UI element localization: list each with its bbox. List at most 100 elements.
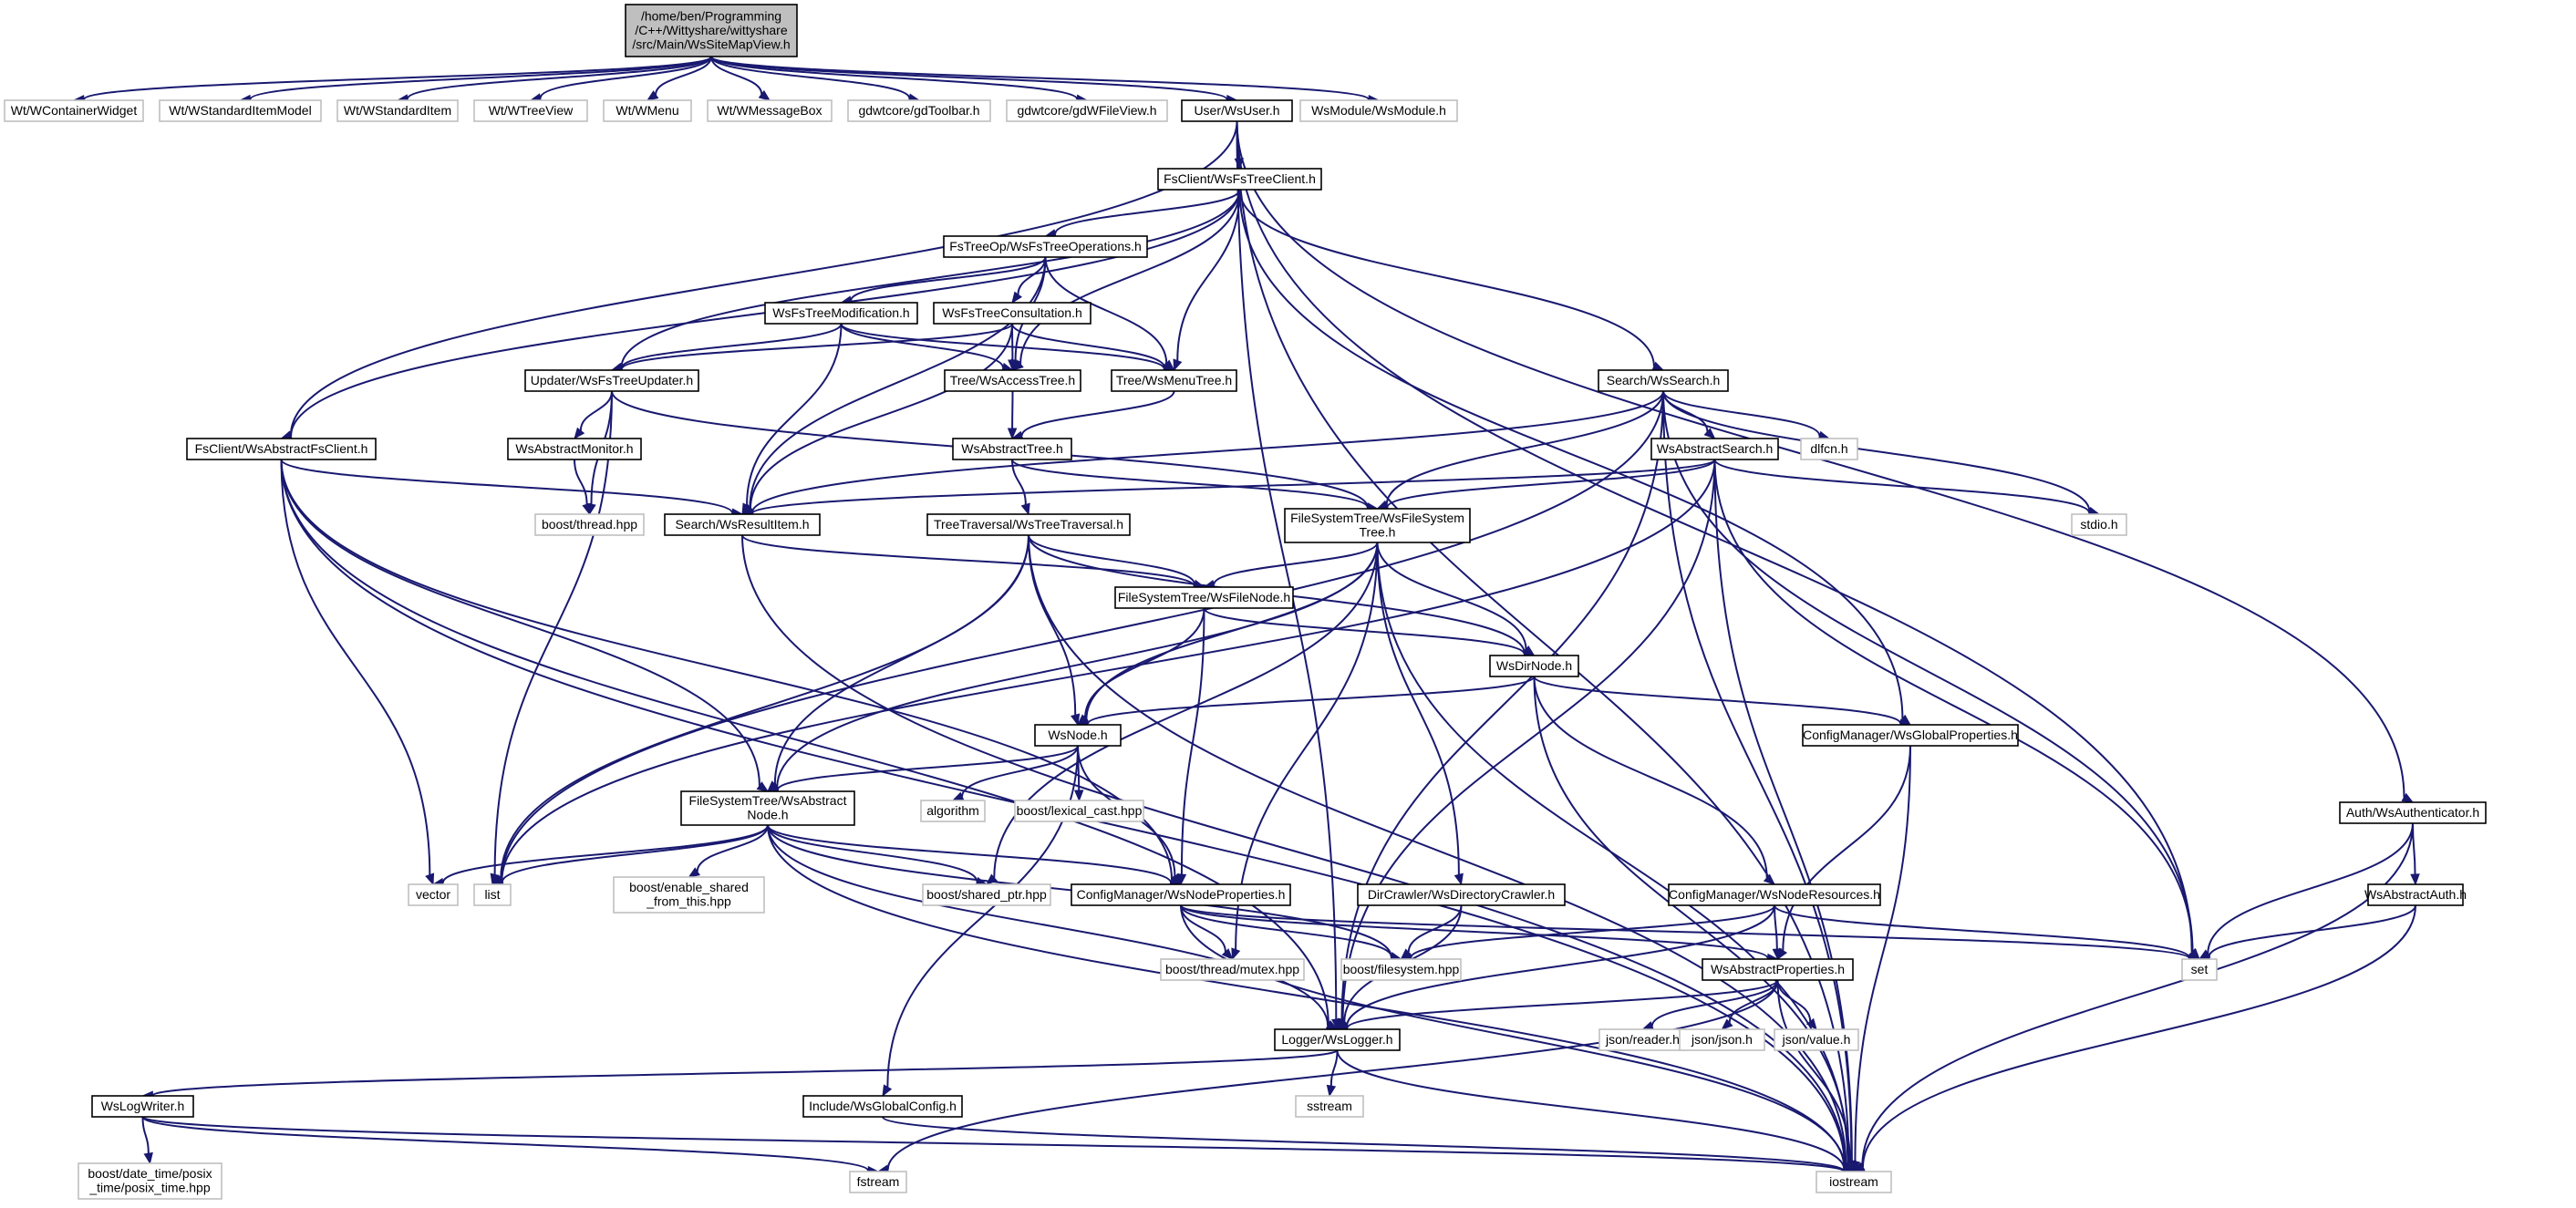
arrowhead-wsabstracttree-to-wstreetraversal — [1020, 502, 1030, 516]
node-box-gdtoolbar — [847, 99, 991, 122]
node-box-boostthread — [534, 513, 645, 536]
node-box-enableshared — [613, 876, 765, 914]
node-fstream: fstream — [849, 1171, 907, 1193]
node-wsauthenticator[interactable]: Auth/WsAuthenticator.h — [2339, 801, 2487, 824]
node-wsglobalconfig[interactable]: Include/WsGlobalConfig.h — [802, 1095, 963, 1118]
node-box-wsabstractfsclient — [186, 438, 377, 460]
node-label-wslogger: Logger/WsLogger.h — [1281, 1032, 1392, 1047]
edge-wsuser-to-wsabstractfsclient — [289, 120, 1238, 436]
node-wsfstreeupdater[interactable]: Updater/WsFsTreeUpdater.h — [524, 369, 699, 392]
node-vector: vector — [408, 883, 459, 906]
edge-wsfstreeclient-to-wsaccesstree — [1019, 189, 1241, 365]
node-wsabstractfsclient[interactable]: FsClient/WsAbstractFsClient.h — [186, 438, 377, 460]
node-box-fstream — [849, 1171, 907, 1193]
edge-wsresultitem-to-wsfilenode — [741, 534, 1195, 587]
node-box-wmenu — [603, 99, 692, 122]
node-wsnoderesources[interactable]: ConfigManager/WsNodeResources.h — [1668, 883, 1881, 906]
node-wssearch[interactable]: Search/WsSearch.h — [1598, 369, 1729, 392]
node-wsfstreeoperations[interactable]: FsTreeOp/WsFsTreeOperations.h — [943, 235, 1148, 258]
node-box-wsresultitem — [664, 513, 821, 536]
node-wsabstracttree[interactable]: WsAbstractTree.h — [952, 438, 1072, 460]
node-label-posixtime: _time/posix_time.hpp — [88, 1181, 211, 1195]
node-wmenu: Wt/WMenu — [603, 99, 692, 122]
edge-wsabstractsearch-to-stdio — [1713, 459, 2091, 513]
node-wsresultitem[interactable]: Search/WsResultItem.h — [664, 513, 821, 536]
edge-wsfilesystemtree-to-wsdirnode — [1376, 542, 1527, 650]
edge-wsabstractauth-to-set — [2208, 904, 2416, 957]
node-box-wsabstractnode — [680, 790, 855, 826]
node-wsfstreeconsultation[interactable]: WsFsTreeConsultation.h — [933, 302, 1091, 325]
node-wstreetraversal[interactable]: TreeTraversal/WsTreeTraversal.h — [926, 513, 1131, 536]
edge-wsfstreeclient-to-wsmenutree — [1176, 189, 1241, 361]
node-wsfilenode[interactable]: FileSystemTree/WsFileNode.h — [1114, 586, 1294, 609]
arrowhead-wsfstreeupdater-to-wsabstractmonitor — [574, 427, 585, 440]
node-wsdirnode[interactable]: WsDirNode.h — [1489, 655, 1579, 677]
node-label-wsfstreeclient: FsClient/WsFsTreeClient.h — [1164, 171, 1316, 186]
node-wsuser[interactable]: User/WsUser.h — [1181, 99, 1293, 122]
node-box-wtreeview — [473, 99, 588, 122]
edge-wsabstractfsclient-to-wsabstractnode — [280, 459, 760, 786]
node-wsnodeproperties[interactable]: ConfigManager/WsNodeProperties.h — [1071, 883, 1291, 906]
node-list: list — [473, 883, 512, 906]
edge-wslogwriter-to-fstream — [141, 1116, 870, 1172]
node-label-list: list — [484, 887, 500, 902]
node-wsabstractsearch[interactable]: WsAbstractSearch.h — [1650, 438, 1779, 460]
edge-wsabstractsearch-to-wslogger — [1341, 459, 1716, 1021]
arrowhead-root-to-wmenu — [646, 90, 659, 101]
node-label-wsglobalproperties: ConfigManager/WsGlobalProperties.h — [1803, 728, 2018, 742]
edge-wsabstractsearch-to-iostream — [1713, 459, 1853, 1162]
node-label-wsnode: WsNode.h — [1048, 728, 1107, 742]
node-wsglobalproperties[interactable]: ConfigManager/WsGlobalProperties.h — [1802, 724, 2019, 747]
node-box-wsmenutree — [1111, 369, 1237, 392]
node-wsfstreeclient[interactable]: FsClient/WsFsTreeClient.h — [1157, 168, 1322, 191]
node-wslogger[interactable]: Logger/WsLogger.h — [1274, 1028, 1401, 1051]
node-root[interactable]: /home/ben/Programming/C++/Wittyshare/wit… — [625, 4, 798, 57]
edge-wssearch-to-stdio — [1662, 390, 2091, 512]
node-box-iostream — [1816, 1171, 1892, 1193]
edge-wsfstreeupdater-to-wsabstractmonitor — [579, 390, 613, 431]
node-wsmenutree[interactable]: Tree/WsMenuTree.h — [1111, 369, 1237, 392]
edge-root-to-wcontainerwidget — [82, 56, 712, 101]
node-wsnode[interactable]: WsNode.h — [1034, 724, 1122, 747]
edge-wssearch-to-set — [1662, 390, 2194, 953]
edge-wsglobalconfig-to-iostream — [882, 1116, 1846, 1172]
arrowhead-wsfstreeclient-to-wsmenutree — [1173, 358, 1183, 372]
edge-wsfstreeoperations-to-wsmenutree — [1044, 256, 1168, 364]
node-wsdirectorycrawler[interactable]: DirCrawler/WsDirectoryCrawler.h — [1357, 883, 1566, 906]
node-wsaccesstree[interactable]: Tree/WsAccessTree.h — [944, 369, 1081, 392]
node-label-wsresultitem: Search/WsResultItem.h — [675, 517, 809, 532]
arrowhead-wsfilesystemtree-to-wsdirectorycrawler — [1454, 872, 1464, 886]
node-box-wsdirnode — [1489, 655, 1579, 677]
node-wslogwriter[interactable]: WsLogWriter.h — [91, 1095, 194, 1118]
edge-wsnoderesources-to-wslogger — [1346, 904, 1775, 1027]
edge-root-to-wmenu — [655, 56, 712, 95]
arrowhead-wsabstractnode-to-enableshared — [688, 867, 700, 878]
node-label-wstandarditemmodel: Wt/WStandardItemModel — [169, 103, 311, 118]
node-label-posixtime: boost/date_time/posix — [88, 1166, 212, 1181]
node-label-stdio: stdio.h — [2080, 517, 2117, 532]
node-label-wmessagebox: Wt/WMessageBox — [717, 103, 822, 118]
node-label-jsonjson: json/json.h — [1691, 1032, 1753, 1047]
edge-wsnode-to-wsglobalconfig — [886, 745, 1079, 1088]
edge-wsabstractnode-to-list — [501, 824, 769, 883]
node-box-lexicalcast — [1014, 800, 1144, 822]
edge-wsabstractsearch-to-wsfilesystemtree — [1386, 459, 1716, 508]
node-sharedptr: boost/shared_ptr.hpp — [922, 883, 1051, 906]
node-wsfstreemodification[interactable]: WsFsTreeModification.h — [764, 302, 918, 325]
edge-wsnoderesources-to-set — [1774, 904, 2191, 959]
node-wsabstractproperties[interactable]: WsAbstractProperties.h — [1702, 958, 1854, 981]
node-box-wsnode — [1034, 724, 1122, 747]
node-label-wsuser: User/WsUser.h — [1194, 103, 1279, 118]
node-label-wsauthenticator: Auth/WsAuthenticator.h — [2346, 805, 2479, 820]
node-box-wsdirectorycrawler — [1357, 883, 1566, 906]
arrowhead-wsabstractfsclient-to-vector — [425, 872, 435, 886]
node-label-root: /C++/Wittyshare/wittyshare — [635, 23, 787, 37]
node-label-wstandarditem: Wt/WStandardItem — [344, 103, 451, 118]
node-wsabstractauth[interactable]: WsAbstractAuth.h — [2364, 883, 2467, 906]
node-label-iostream: iostream — [1829, 1174, 1878, 1189]
node-wstandarditemmodel: Wt/WStandardItemModel — [159, 99, 322, 122]
node-wsabstractmonitor[interactable]: WsAbstractMonitor.h — [507, 438, 642, 460]
edge-wsnodeproperties-to-wsabstractproperties — [1180, 904, 1769, 959]
